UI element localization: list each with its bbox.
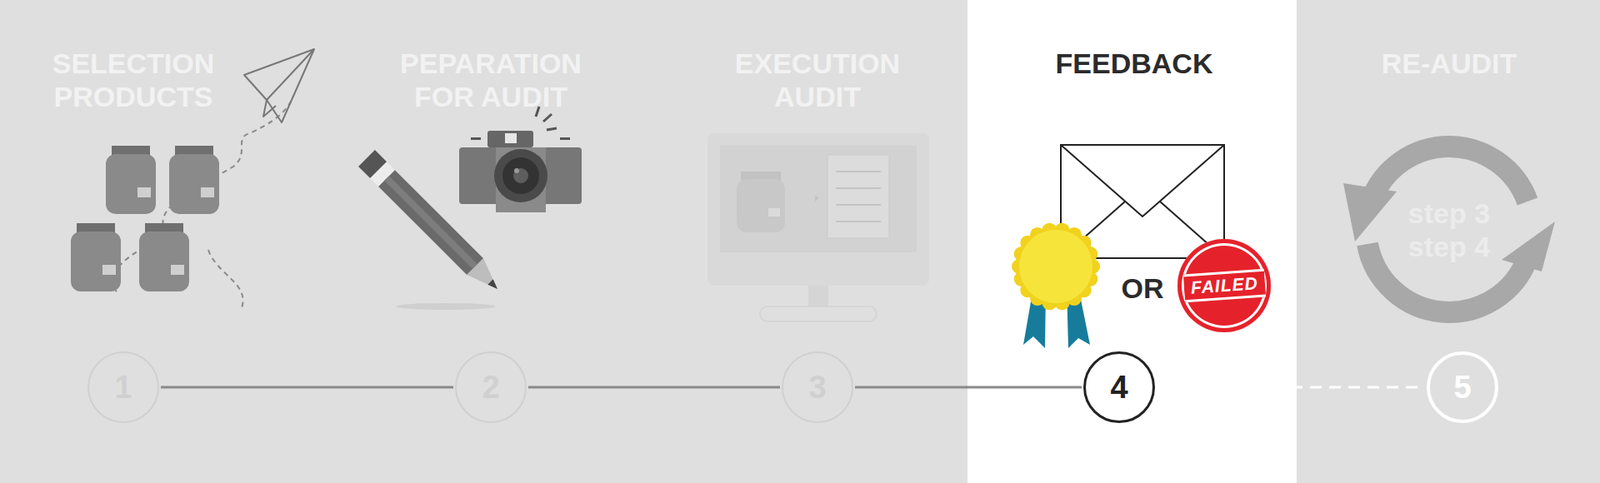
- jars-part-part: [102, 265, 116, 275]
- step-circle: 3: [781, 351, 854, 424]
- camera-part: [470, 137, 481, 140]
- monitor-part: [720, 145, 917, 253]
- highlight-panel: [967, 0, 1297, 483]
- step-circle: 1: [87, 351, 160, 424]
- stamp-text: FAILED: [1190, 273, 1259, 298]
- pencil-part-part: [487, 279, 500, 292]
- paper-plane-part: [244, 49, 315, 123]
- step-reference: step 3 step 4: [1395, 196, 1504, 264]
- rosette: [1011, 223, 1100, 349]
- envelope-part: [1060, 145, 1225, 259]
- camera-part: [514, 168, 520, 174]
- monitor-part: [736, 179, 785, 233]
- step-title: SELECTION PRODUCTS: [20, 46, 246, 114]
- step-circle: 2: [455, 351, 527, 424]
- step-circle: 5: [1426, 351, 1499, 424]
- rosette-part: [1019, 230, 1093, 304]
- step-number: 2: [481, 370, 500, 406]
- camera-part: [459, 147, 582, 205]
- monitor: [707, 133, 930, 322]
- camera-part: [502, 157, 540, 195]
- step-circle: 4: [1083, 351, 1155, 424]
- camera-part: [505, 133, 517, 144]
- paper-plane: [244, 49, 315, 123]
- paper-plane-part: [263, 49, 315, 117]
- or-text: OR: [1109, 271, 1176, 305]
- jars-part-part: [137, 187, 151, 198]
- monitor-part: [768, 208, 780, 217]
- step-number: 4: [1110, 370, 1128, 406]
- step-title: FEEDBACK: [1009, 46, 1260, 80]
- step-number: 1: [114, 370, 132, 406]
- timeline-connector: [528, 386, 780, 390]
- camera: [459, 106, 582, 213]
- dashed-connector: [1156, 386, 1425, 390]
- pencil-part-part: [466, 258, 506, 298]
- monitor-part: [835, 187, 881, 190]
- monitor-part: [707, 133, 930, 286]
- jars: [70, 100, 292, 309]
- jars-part: [169, 145, 220, 215]
- step-title: EXECUTION AUDIT: [705, 46, 930, 114]
- jars-part-part: [70, 231, 121, 292]
- timeline-connector: [160, 386, 454, 390]
- jars-part-part: [200, 187, 215, 198]
- rosette-part: [1011, 223, 1100, 311]
- monitor-part: [835, 204, 881, 206]
- monitor-part: [835, 170, 881, 173]
- jars-part-part: [105, 154, 156, 215]
- step-title: RE-AUDIT: [1336, 46, 1562, 80]
- camera-part: [560, 137, 570, 140]
- monitor-part: [808, 285, 829, 307]
- step-number: 5: [1453, 370, 1471, 406]
- monitor-part: [827, 155, 890, 239]
- jars-part-part: [139, 231, 190, 292]
- jars-part: [139, 223, 190, 292]
- timeline-connector: [855, 386, 1082, 390]
- camera-part: [513, 168, 529, 184]
- envelope: [1060, 145, 1225, 259]
- jars-part: [70, 223, 121, 292]
- step-number: 3: [808, 370, 826, 406]
- cycle-arrows-part: [1501, 221, 1555, 272]
- camera-part: [487, 130, 534, 148]
- pencil-part: [395, 303, 496, 310]
- camera-part: [546, 128, 557, 130]
- failed-stamp: FAILED: [1177, 239, 1271, 333]
- jars-part-part: [170, 265, 185, 275]
- camera-part: [543, 114, 552, 122]
- monitor-part: [835, 220, 881, 223]
- jars-part: [105, 145, 156, 215]
- envelope-part: [1060, 145, 1225, 217]
- jars-part-part: [169, 154, 220, 215]
- step-title: PEPARATION FOR AUDIT: [378, 46, 604, 114]
- cycle-arrows-part: [1343, 183, 1397, 242]
- cycle-arrows: [1343, 146, 1555, 313]
- camera-part: [494, 149, 548, 203]
- monitor-part: [815, 195, 820, 202]
- stamp-banner: FAILED: [1183, 269, 1266, 304]
- monitor-part: [760, 306, 877, 322]
